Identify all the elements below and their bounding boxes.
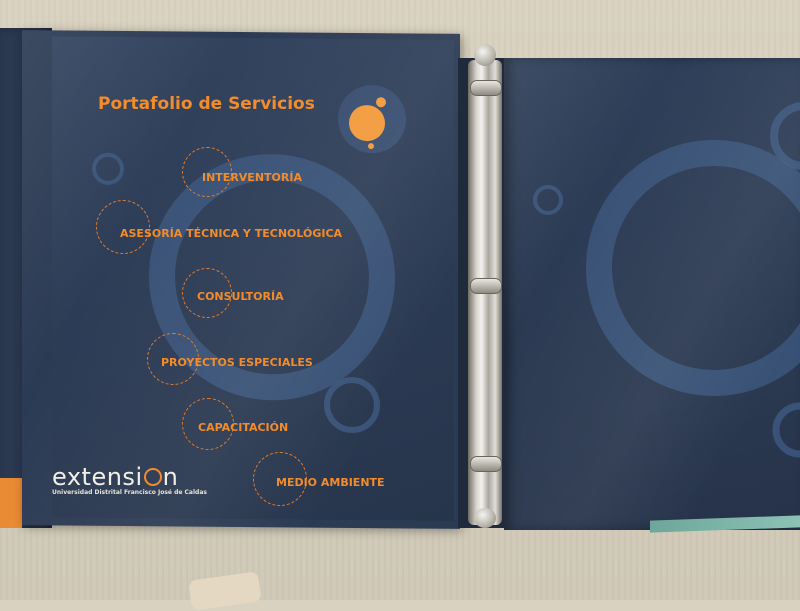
service-interventoria: INTERVENTORÍA [202,171,302,184]
service-medio-ambiente: MEDIO AMBIENTE [276,476,385,489]
page-title: Portafolio de Servicios [98,94,315,114]
dashed-circle-5 [182,398,234,450]
service-consultoria: CONSULTORÍA [197,290,284,303]
orange-dot-large [349,105,385,142]
right-big-ring [586,140,800,396]
ring-bottom [470,456,502,472]
service-proyectos: PROYECTOS ESPECIALES [161,356,313,369]
ring-top-icon [474,44,496,66]
logo-o-ring-icon [143,468,162,486]
left-decor-circles [92,85,406,433]
dashed-circle-4 [147,333,199,385]
dashed-circle-6 [253,452,307,506]
left-inner-cover [22,30,460,529]
service-capacitacion: CAPACITACIÓN [198,421,289,434]
small-ring-bottom [324,376,380,433]
orange-stripe [0,478,22,528]
dashed-circle-1 [182,147,232,197]
logo-subtitle: Universidad Distrital Francisco José de … [52,489,207,496]
orange-dot-small [376,97,386,108]
right-small-ring [533,185,563,215]
big-ring [149,154,395,401]
ring-top [470,80,502,96]
right-corner-ring [770,102,800,170]
right-lower-ring [772,402,800,458]
dashed-circle-3 [182,268,232,318]
ring-middle [470,278,502,294]
right-inner-cover [504,58,800,530]
service-asesoria: ASESORÍA TÉCNICA Y TECNOLÓGICA [120,227,343,240]
orange-dot-tiny [368,143,374,150]
small-ring-left [92,152,124,185]
right-decor-circles [533,102,800,458]
dashed-circle-2 [96,200,150,254]
ring-bottom-icon [474,508,496,528]
